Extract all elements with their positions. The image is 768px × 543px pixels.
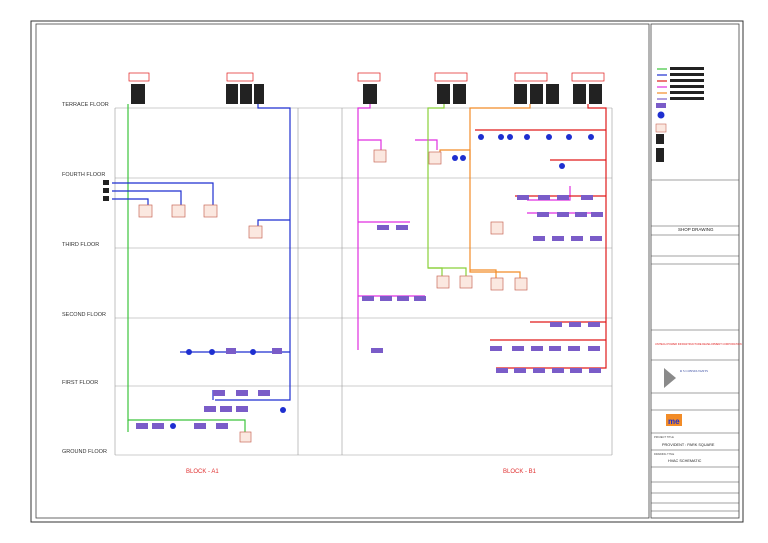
ducted-units-b1 [362, 195, 603, 373]
client-name: UNITECH POWER INFRASTRUCTURE DEVELOPMENT… [655, 342, 742, 346]
contractor-logo-text: me [668, 417, 680, 426]
floor-label-second: SECOND FLOOR [62, 312, 106, 318]
floor-labels: TERRACE FLOOR FOURTH FLOOR THIRD FLOOR S… [62, 102, 109, 455]
floor-label-first: FIRST FLOOR [62, 380, 98, 386]
legend-panel [651, 67, 739, 181]
floor-label-third: THIRD FLOOR [62, 242, 99, 248]
consultant-logo: R S CONSULTANTS [664, 368, 708, 388]
title-block-grid [651, 225, 739, 512]
indoor-units-a1-first [186, 348, 282, 355]
block-label-b1: BLOCK - B1 [503, 469, 537, 475]
drawing-title: HVAC SCHEMATIC [668, 459, 702, 463]
refrigerant-line-green-b1 [427, 104, 467, 276]
drawing-title-label: DRAWING TITLE [654, 452, 674, 456]
floor-label-terrace: TERRACE FLOOR [62, 102, 109, 108]
terminal-blocks-a1 [103, 180, 109, 201]
block-label-a1: BLOCK - A1 [186, 469, 219, 475]
odu-group-b1 [357, 72, 605, 104]
shop-drawing-label: SHOP DRAWING [678, 227, 714, 232]
odu-group-a1 [128, 72, 264, 104]
title-block-frame [650, 23, 740, 519]
indoor-units-a1-fourth [138, 204, 263, 239]
refrigerant-line-blue-a1 [112, 104, 291, 401]
project-title: PROVIDENT : PARK SQUARE [662, 443, 715, 447]
sheet-outer-frame [30, 20, 744, 523]
refrigerant-line-green-a1 [127, 104, 246, 432]
consultant-name: R S CONSULTANTS [680, 369, 708, 373]
indoor-units-a1-ground [136, 390, 286, 443]
floor-label-ground: GROUND FLOOR [62, 449, 107, 455]
refrigerant-line-magenta-b1 [357, 104, 600, 350]
drawing-frame [35, 23, 650, 519]
floor-label-fourth: FOURTH FLOOR [62, 172, 105, 178]
block-boundaries [114, 108, 613, 455]
floor-lines [115, 107, 612, 456]
indoor-units-b1 [373, 134, 594, 291]
project-title-label: PROJECT TITLE [654, 435, 674, 439]
contractor-logo: me [666, 414, 682, 426]
